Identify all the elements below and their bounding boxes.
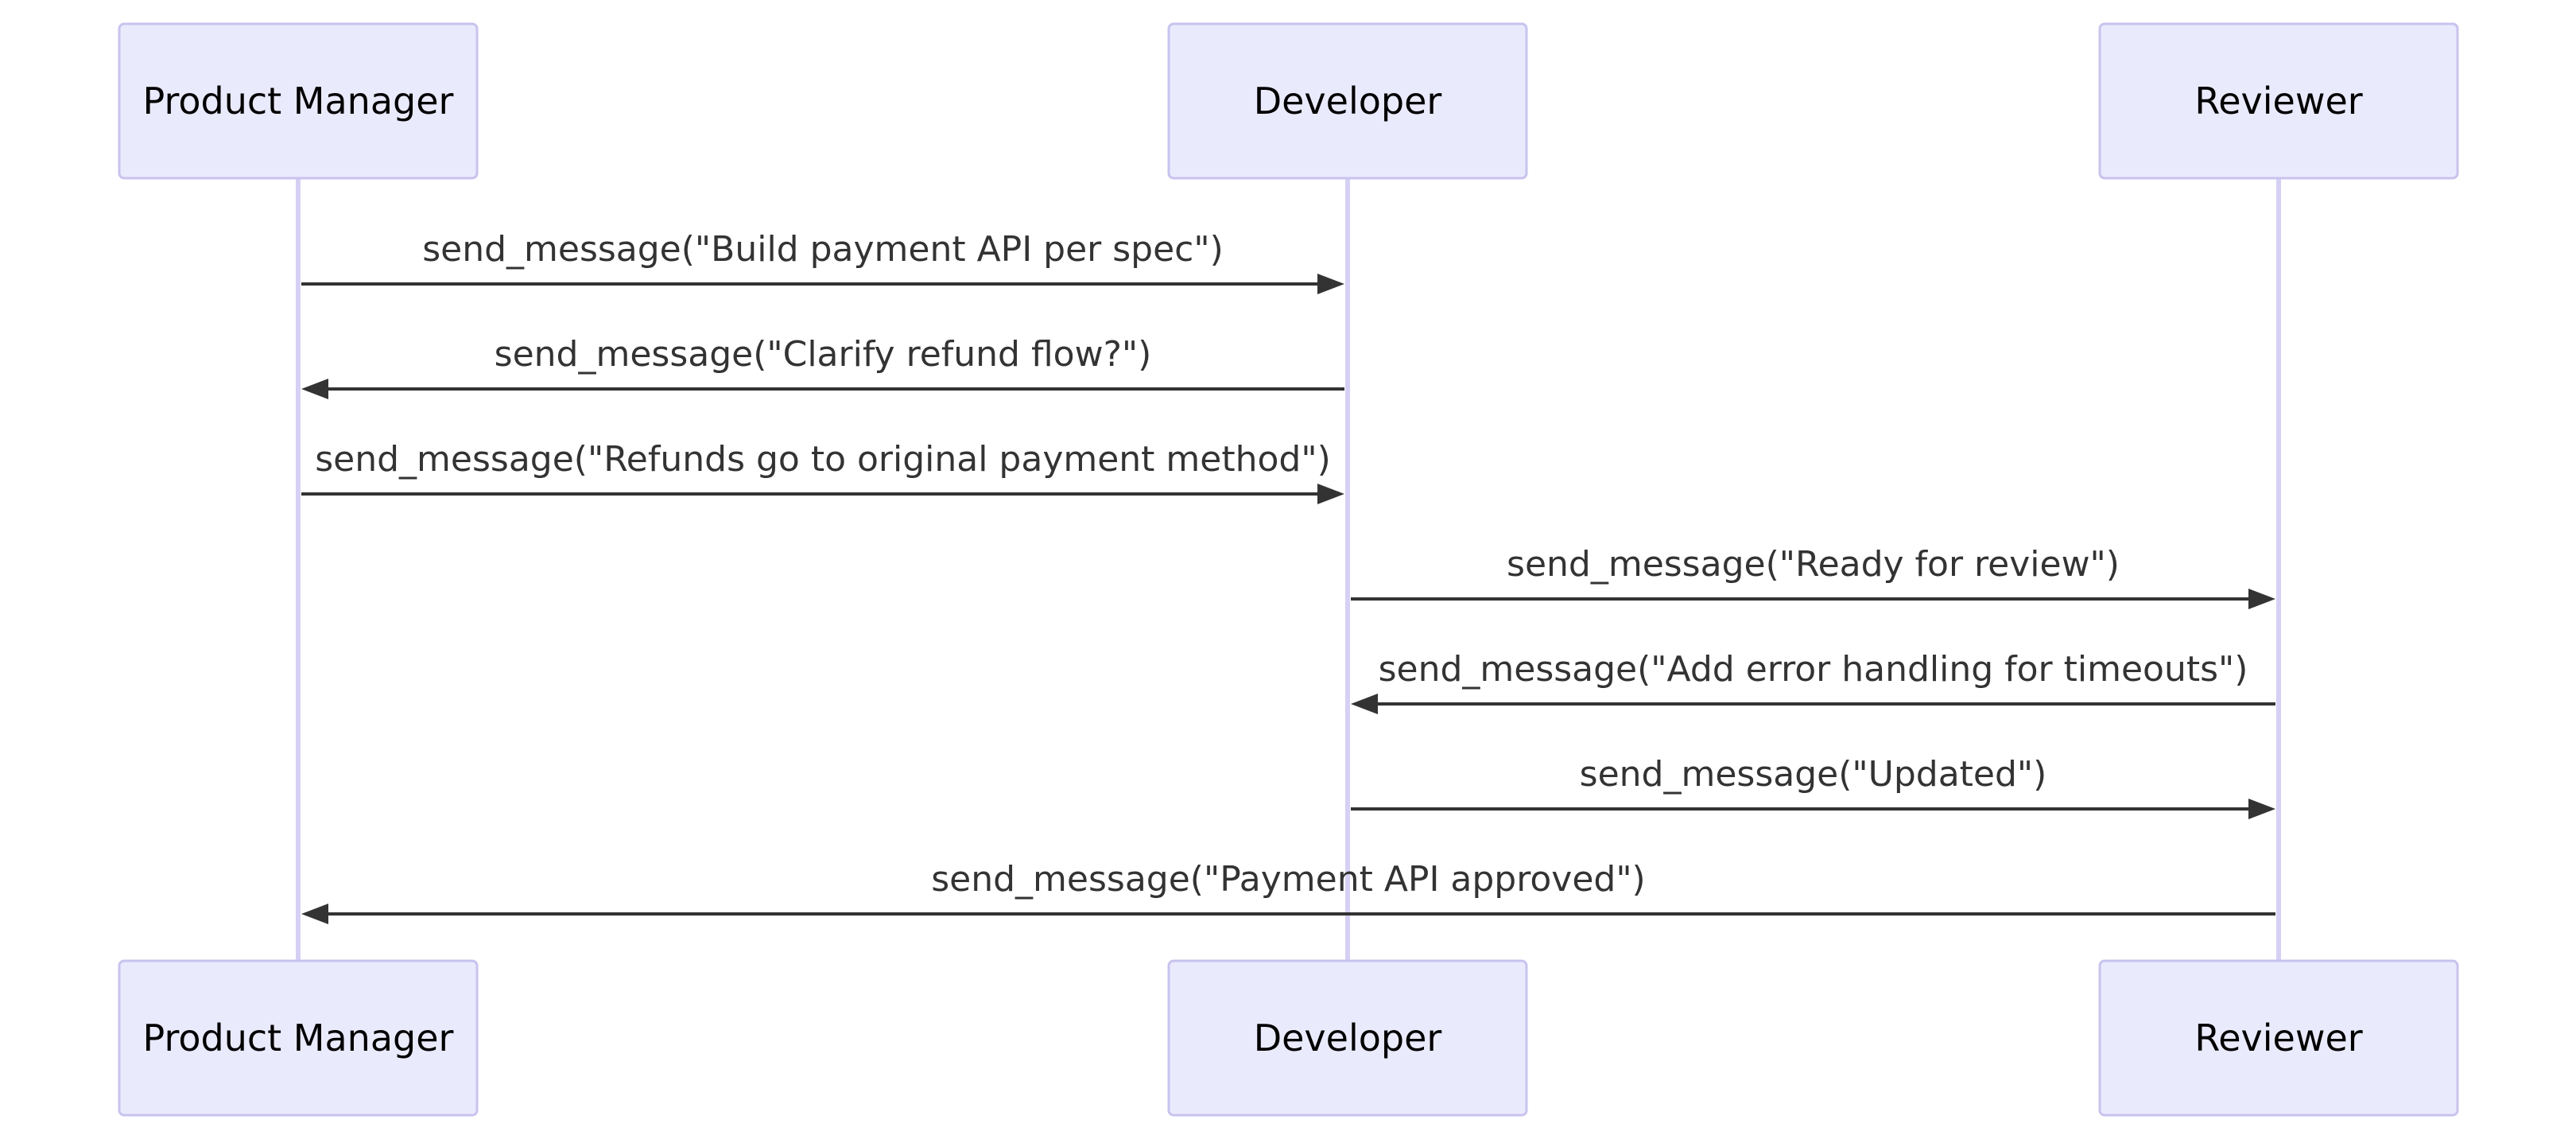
actor-box [2098,22,2459,180]
message-7: send_message("Payment API approved") [301,859,2275,924]
actor-label: Product Manager [143,1017,454,1059]
message-label: send_message("Add error handling for tim… [1379,649,2248,690]
message-label: send_message("Build payment API per spec… [422,229,1224,270]
arrowhead-icon [301,379,328,399]
arrowhead-icon [1317,274,1344,294]
actor-label: Developer [1254,1017,1442,1059]
actor-top-product-manager: Product Manager [118,22,479,180]
message-6: send_message("Updated") [1351,754,2275,819]
message-label: send_message("Updated") [1580,754,2047,795]
actor-label: Product Manager [143,80,454,122]
message-label: send_message("Payment API approved") [931,859,1645,900]
messages: send_message("Build payment API per spec… [301,229,2275,924]
actor-box [118,22,479,180]
actors-bottom: Product Manager Developer Reviewer [118,959,2459,1117]
arrowhead-icon [301,904,328,924]
lifelines [296,178,2281,961]
arrowhead-icon [2248,799,2275,819]
actor-box [1167,22,1528,180]
actor-top-developer: Developer [1167,22,1528,180]
actor-label: Developer [1254,80,1442,122]
actor-label: Reviewer [2194,80,2362,122]
message-3: send_message("Refunds go to original pay… [301,439,1344,504]
actor-bottom-developer: Developer [1167,959,1528,1117]
message-4: send_message("Ready for review") [1351,544,2275,609]
message-label: send_message("Clarify refund flow?") [495,334,1152,375]
actors-top: Product Manager Developer Reviewer [118,22,2459,180]
actor-label: Reviewer [2194,1017,2362,1059]
actor-box [118,959,479,1117]
arrowhead-icon [1317,484,1344,504]
message-label: send_message("Ready for review") [1507,544,2120,585]
arrowhead-icon [2248,589,2275,609]
actor-box [2098,959,2459,1117]
actor-bottom-reviewer: Reviewer [2098,959,2459,1117]
message-1: send_message("Build payment API per spec… [301,229,1344,294]
actor-top-reviewer: Reviewer [2098,22,2459,180]
arrowhead-icon [1351,694,1378,714]
message-2: send_message("Clarify refund flow?") [301,334,1344,399]
message-label: send_message("Refunds go to original pay… [315,439,1330,480]
message-5: send_message("Add error handling for tim… [1351,649,2275,714]
actor-bottom-product-manager: Product Manager [118,959,479,1117]
actor-box [1167,959,1528,1117]
